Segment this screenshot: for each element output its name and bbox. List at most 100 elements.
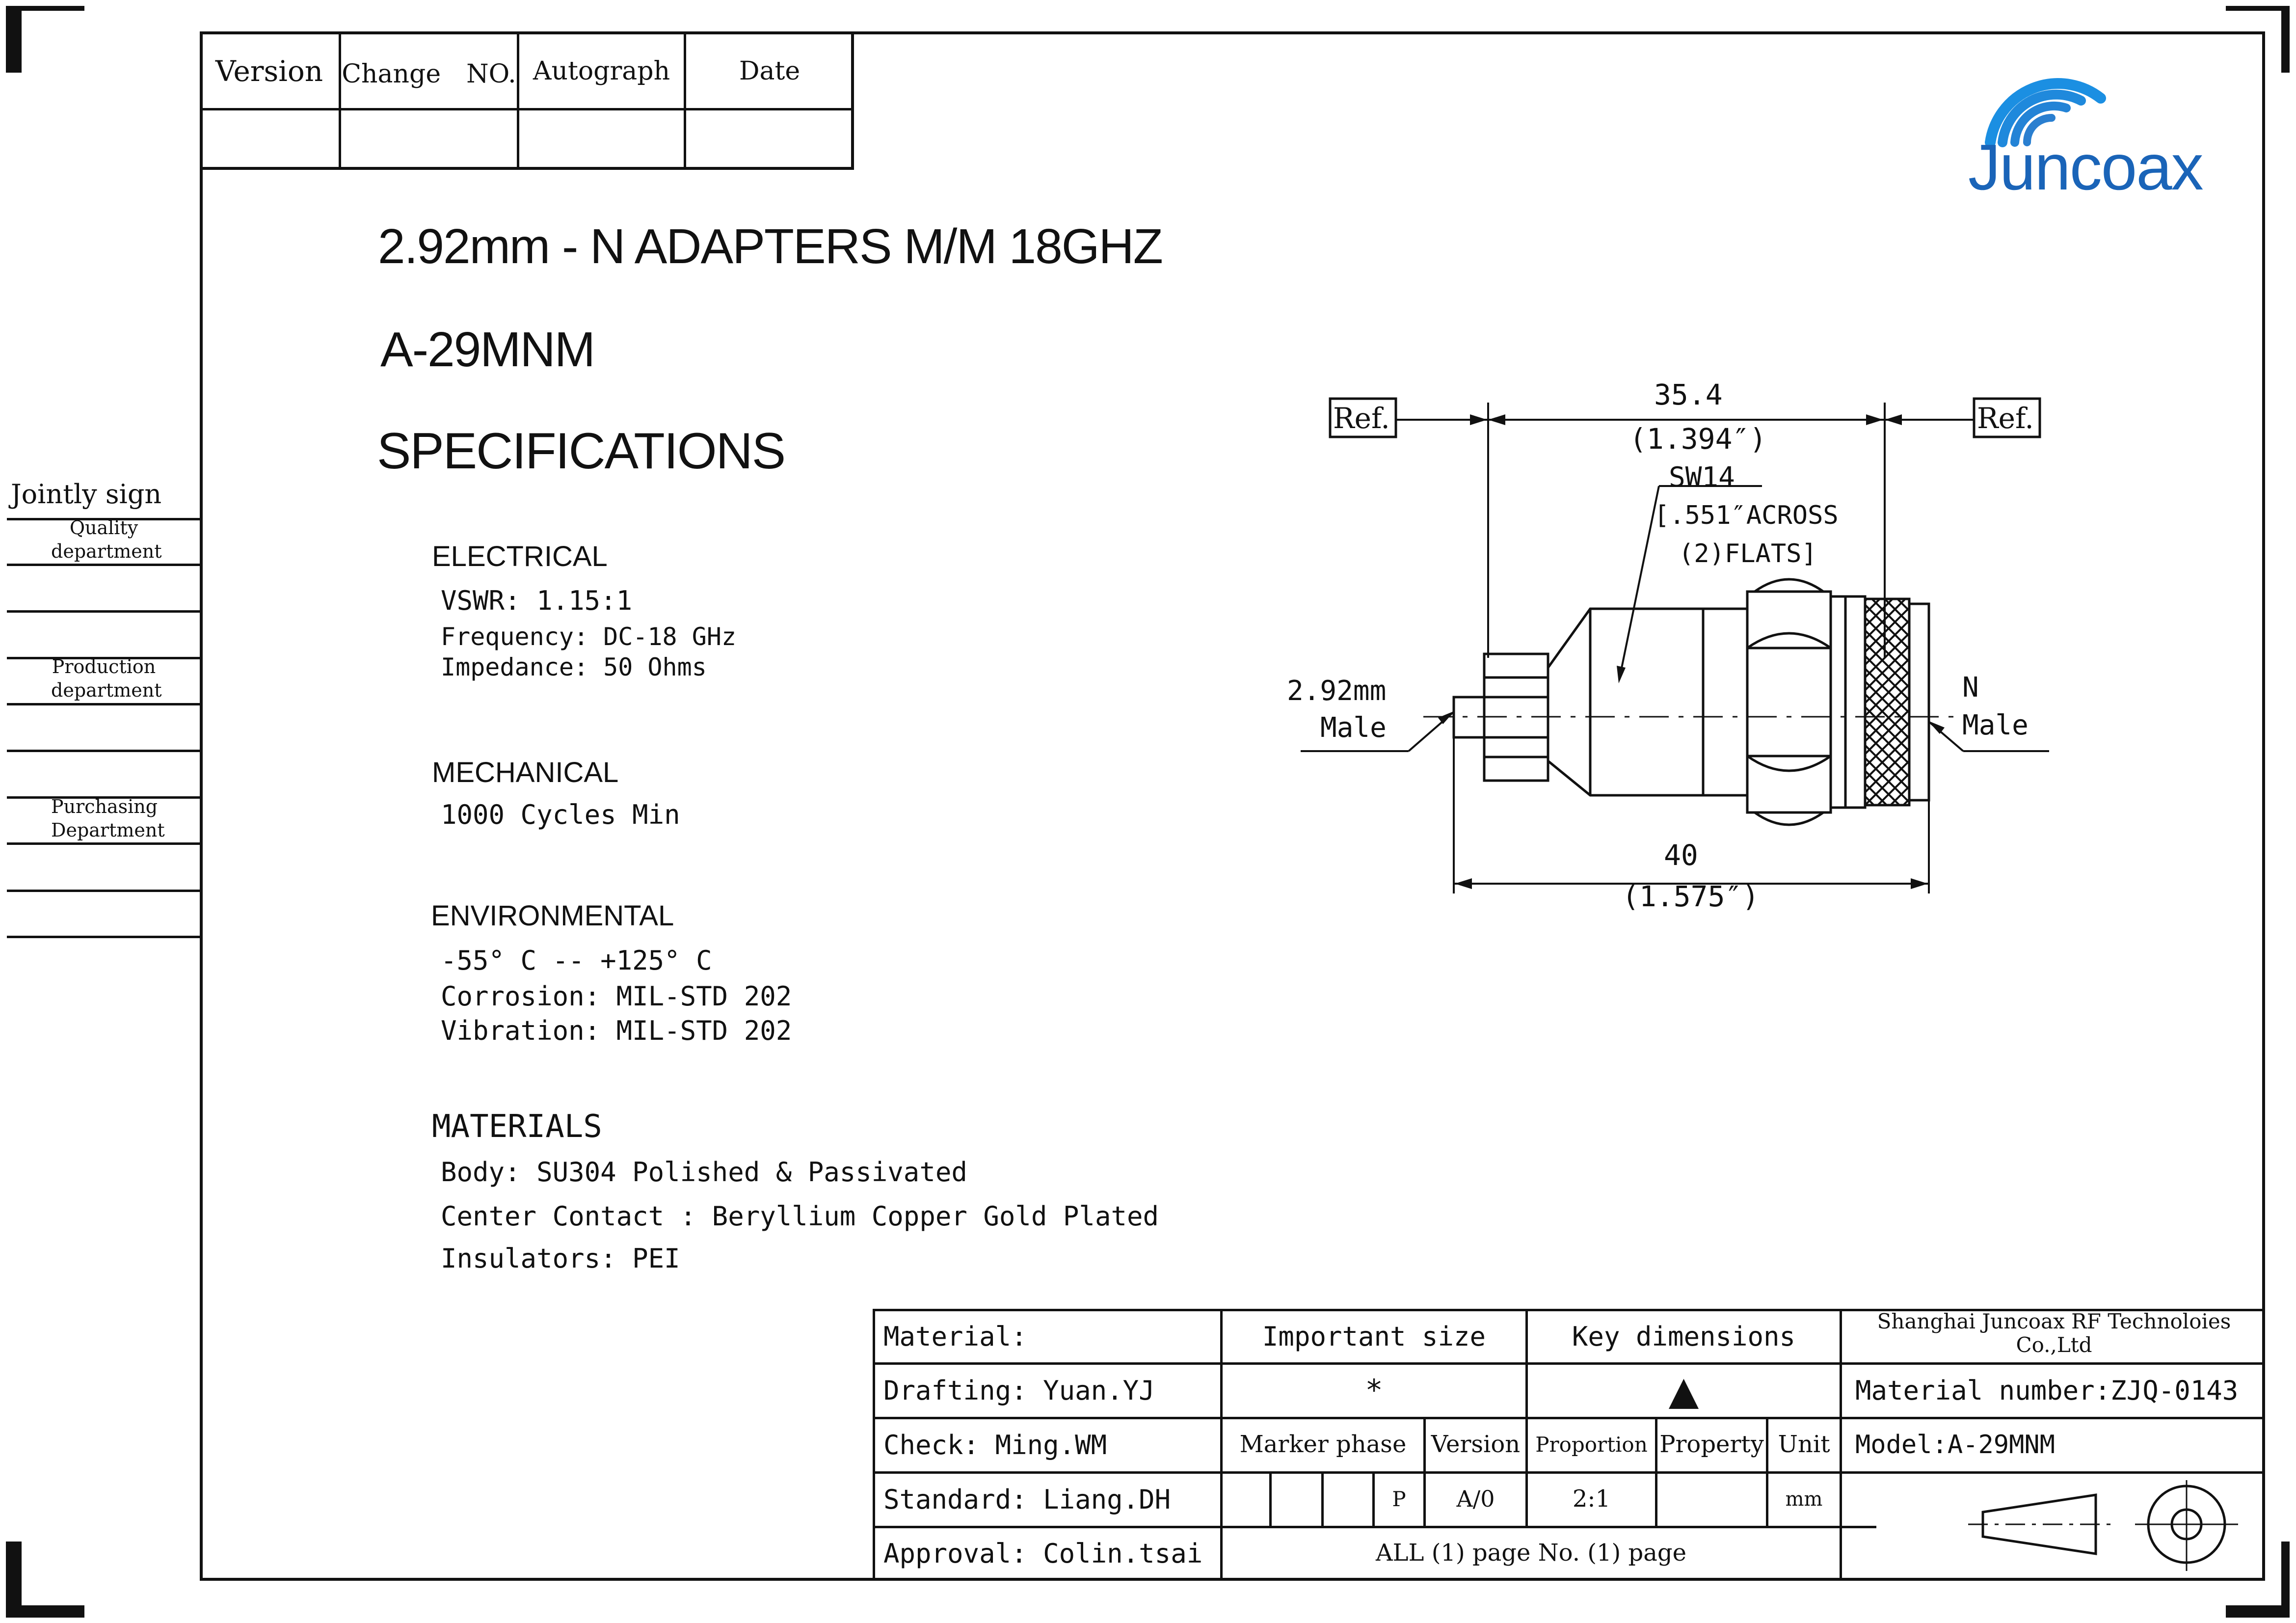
materials-line-3: Insulators: PEI — [441, 1243, 680, 1274]
sidebar-line-3 — [7, 610, 201, 613]
ref-left-label: Ref. — [1333, 402, 1390, 435]
revision-col-3 — [684, 31, 686, 169]
tb-asterisk: * — [1365, 1373, 1383, 1407]
environmental-heading: ENVIRONMENTAL — [431, 900, 674, 932]
tb-property: Property — [1659, 1431, 1764, 1459]
tb-company: Shanghai Juncoax RF Technoloies Co.,Ltd — [1877, 1309, 2231, 1357]
environmental-line-1: -55° C -- +125° C — [441, 945, 712, 976]
product-title: 2.92mm - N ADAPTERS M/M 18GHZ — [378, 219, 1163, 274]
sidebar-line-5 — [7, 703, 201, 705]
tb-important-size: Important size — [1262, 1321, 1486, 1352]
tb-col-marker-2 — [1321, 1471, 1324, 1527]
tb-col-version-r — [1525, 1417, 1528, 1527]
materials-heading: MATERIALS — [432, 1109, 602, 1145]
electrical-line-3: Impedance: 50 Ohms — [441, 653, 707, 681]
corner-mark-tr-h — [2226, 6, 2290, 11]
left-label-2: Male — [1320, 712, 1387, 744]
materials-line-1: Body: SU304 Polished & Passivated — [441, 1157, 967, 1188]
tb-row-1 — [873, 1362, 2265, 1365]
corner-mark-br-v — [2281, 1542, 2290, 1618]
tb-col-1 — [1220, 1309, 1223, 1581]
tb-col-prop-r2 — [1766, 1417, 1768, 1527]
mechanical-heading: MECHANICAL — [432, 757, 619, 788]
revision-divider — [200, 108, 854, 110]
tb-proportion: Proportion — [1535, 1432, 1648, 1457]
tb-col-3 — [1840, 1309, 1842, 1581]
corner-mark-bl-v — [6, 1542, 22, 1618]
tb-unit: Unit — [1778, 1431, 1830, 1459]
tb-col-marker-1 — [1269, 1471, 1272, 1527]
sidebar-line-2 — [7, 564, 201, 566]
signal-waves-icon — [1985, 78, 2106, 148]
sidebar-dept-production: Production department — [51, 656, 162, 701]
revision-header-version: Version — [215, 54, 323, 88]
revision-header-autograph: Autograph — [533, 56, 670, 86]
adapter-drawing: Ref. Ref. 35.4 (1.394″) SW14 [.551″ACROS… — [1276, 373, 2071, 933]
projection-symbol-icon — [1958, 1478, 2253, 1576]
sidebar-dept-quality: Quality department — [51, 517, 162, 562]
tb-col-prop-r — [1655, 1417, 1657, 1527]
sidebar-line-7 — [7, 796, 201, 799]
revision-table — [200, 31, 854, 170]
tb-row-3b — [1840, 1471, 2265, 1474]
tb-drafting: Drafting: Yuan.YJ — [883, 1375, 1155, 1406]
electrical-line-2: Frequency: DC-18 GHz — [441, 622, 737, 651]
juncoax-logo: Juncoax — [1968, 59, 2243, 203]
environmental-line-3: Vibration: MIL-STD 202 — [441, 1015, 792, 1046]
tb-material: Material: — [883, 1321, 1027, 1352]
revision-header-change: Change NO. — [342, 59, 516, 89]
jointly-sign-label: Jointly sign — [11, 479, 162, 510]
tb-version-value: A/0 — [1456, 1486, 1495, 1513]
sidebar-line-10 — [7, 936, 201, 938]
sidebar-line-1 — [7, 518, 201, 520]
tb-standard: Standard: Liang.DH — [883, 1484, 1171, 1515]
ref-right-label: Ref. — [1977, 402, 2034, 435]
tb-col-2 — [1525, 1309, 1528, 1419]
corner-mark-tl-v — [6, 6, 22, 73]
product-model: A-29MNM — [380, 322, 595, 377]
electrical-heading: ELECTRICAL — [432, 541, 608, 572]
corner-mark-tl-h — [6, 6, 84, 11]
revision-col-1 — [339, 31, 341, 169]
tb-model: Model:A-29MNM — [1855, 1430, 2055, 1460]
corner-mark-tr-v — [2281, 6, 2290, 73]
corner-mark-bl-h — [6, 1605, 84, 1618]
mechanical-line-1: 1000 Cycles Min — [441, 799, 680, 830]
tb-proportion-value: 2:1 — [1572, 1485, 1611, 1513]
tb-version: Version — [1431, 1431, 1521, 1459]
materials-line-2: Center Contact : Beryllium Copper Gold P… — [441, 1201, 1159, 1232]
specifications-heading: SPECIFICATIONS — [377, 423, 786, 480]
tb-p-value: P — [1392, 1487, 1406, 1511]
electrical-line-1: VSWR: 1.15:1 — [441, 585, 633, 616]
revision-header-date: Date — [739, 56, 801, 86]
sidebar-line-9 — [7, 890, 201, 892]
sidebar-dept-purchasing: Purchasing Department — [51, 796, 165, 841]
title-block — [873, 1309, 2265, 1581]
tb-pages: ALL (1) page No. (1) page — [1376, 1539, 1686, 1567]
left-label-1: 2.92mm — [1287, 675, 1387, 707]
tb-check: Check: Ming.WM — [883, 1429, 1107, 1461]
revision-col-2 — [517, 31, 519, 169]
tb-row-2 — [873, 1417, 2265, 1419]
sidebar-line-8 — [7, 842, 201, 845]
sidebar-line-4 — [7, 657, 201, 659]
logo-text: Juncoax — [1968, 131, 2204, 203]
tb-col-version-l — [1423, 1417, 1426, 1527]
tb-approval: Approval: Colin.tsai — [883, 1538, 1203, 1569]
corner-mark-br-h — [2226, 1605, 2290, 1618]
right-label-2: Male — [1962, 709, 2029, 741]
tb-material-number: Material number:ZJQ-0143 — [1855, 1375, 2239, 1406]
environmental-line-2: Corrosion: MIL-STD 202 — [441, 981, 792, 1012]
sidebar-line-6 — [7, 750, 201, 752]
dim-bottom-mm: 40 — [1664, 839, 1698, 872]
tb-col-marker-3 — [1372, 1471, 1375, 1527]
sw-label: SW14 — [1669, 461, 1735, 493]
sw-note-2: (2)FLATS] — [1679, 539, 1817, 568]
tb-triangle: ▲ — [1668, 1367, 1699, 1413]
right-label-1: N — [1962, 672, 1979, 703]
tb-key-dimensions: Key dimensions — [1572, 1321, 1796, 1352]
dim-top-in: (1.394″) — [1629, 422, 1767, 456]
dim-bottom-in: (1.575″) — [1622, 880, 1760, 913]
dim-top-mm: 35.4 — [1654, 378, 1723, 411]
tb-marker-phase: Marker phase — [1239, 1431, 1407, 1459]
